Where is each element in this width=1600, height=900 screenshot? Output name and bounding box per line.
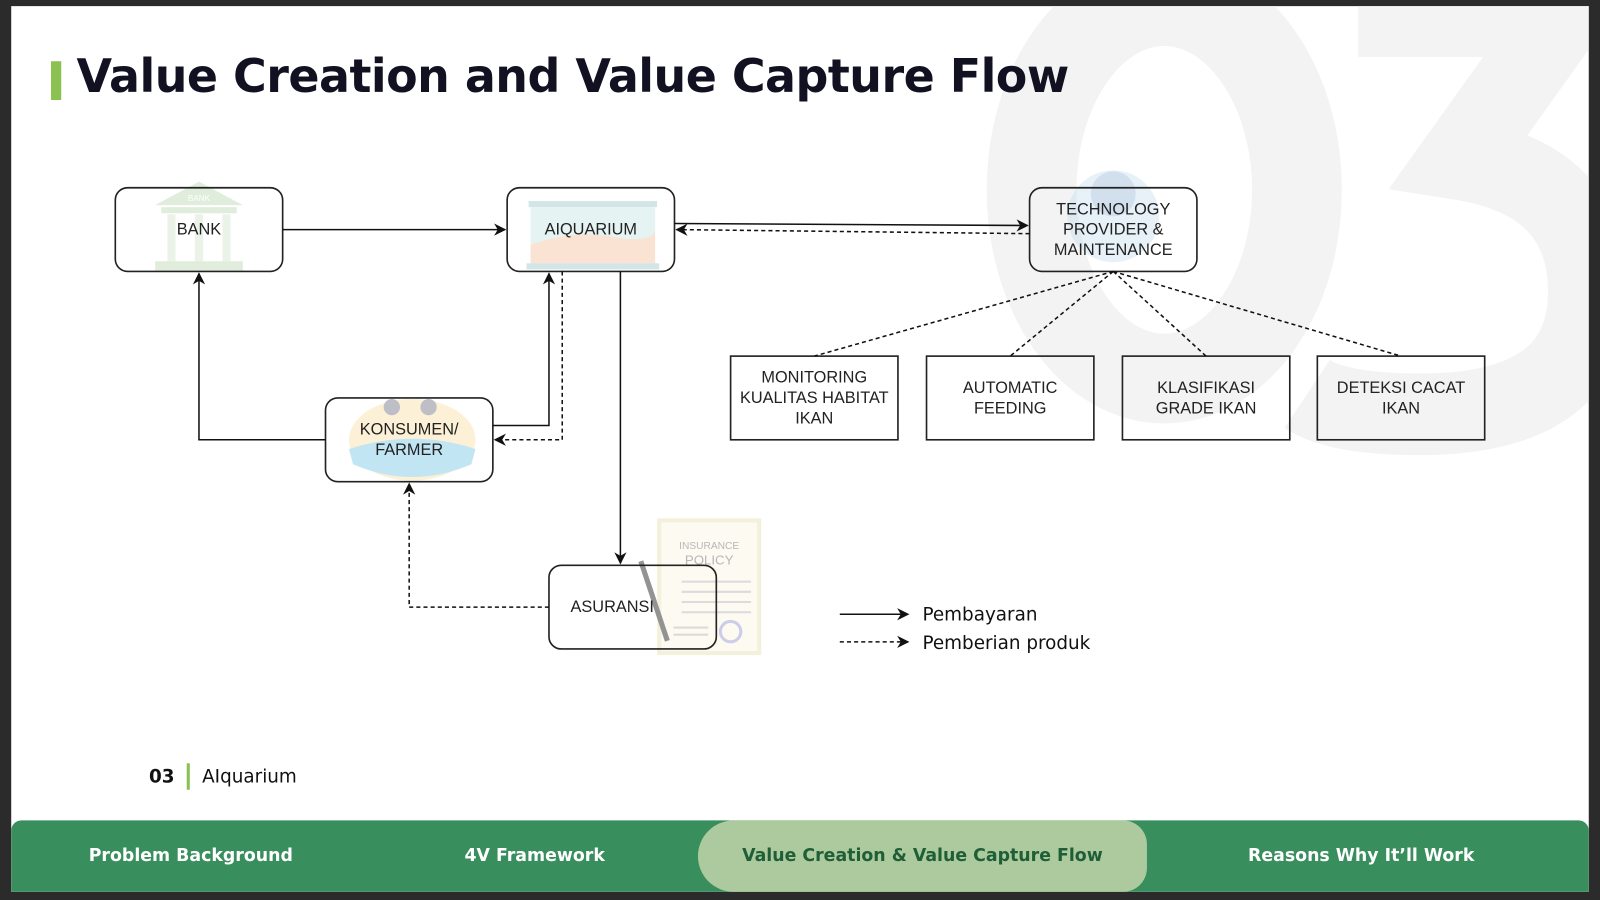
section-nav: Problem Background 4V Framework Value Cr… xyxy=(11,820,1589,892)
node-monitoring-label-2: KUALITAS HABITAT xyxy=(740,389,889,407)
node-tech-label-2: PROVIDER & xyxy=(1063,221,1164,239)
tab-value-creation-flow[interactable]: Value Creation & Value Capture Flow xyxy=(697,820,1147,892)
tab-reasons-why[interactable]: Reasons Why It’ll Work xyxy=(1247,845,1475,867)
footer-divider xyxy=(186,763,190,790)
page-title: Value Creation and Value Capture Flow xyxy=(76,48,1070,104)
node-klasifikasi-box[interactable] xyxy=(1121,355,1291,441)
node-monitoring-label-3: IKAN xyxy=(795,409,833,427)
node-klasifikasi-label-2: GRADE IKAN xyxy=(1156,399,1257,417)
svg-text:INSURANCE: INSURANCE xyxy=(679,541,739,552)
edge-asuransi-konsumen xyxy=(403,482,549,608)
legend-dashed-label: Pemberian produk xyxy=(922,633,1090,654)
node-deteksi-label-1: DETEKSI CACAT xyxy=(1337,379,1465,397)
node-feeding-label-1: AUTOMATIC xyxy=(963,379,1058,397)
slide: Value Creation and Value Capture Flow BA… xyxy=(11,6,1589,892)
edges-tech-features xyxy=(814,270,1402,357)
node-aiquarium-box[interactable] xyxy=(506,186,676,273)
footer-brand: AIquarium xyxy=(202,765,297,788)
node-deteksi-label-2: IKAN xyxy=(1382,399,1420,417)
tab-problem-background[interactable]: Problem Background xyxy=(88,845,293,867)
technician-icon xyxy=(1067,170,1160,263)
slide-number-watermark xyxy=(986,6,1589,456)
flow-diagram: BANK INSURANCE POLICY xyxy=(114,170,1486,656)
slide-footer: 03 AIquarium xyxy=(149,763,297,790)
legend-solid-label: Pembayaran xyxy=(922,604,1037,625)
section-number: 03 xyxy=(148,765,175,788)
node-aiquarium-label: AIQUARIUM xyxy=(545,221,637,239)
aquarium-icon xyxy=(526,201,660,270)
node-konsumen-label-2: FARMER xyxy=(375,441,443,459)
farmers-icon xyxy=(348,398,476,481)
node-konsumen-label-1: KONSUMEN/ xyxy=(360,421,459,439)
svg-text:BANK: BANK xyxy=(188,194,211,203)
node-deteksi-box[interactable] xyxy=(1316,355,1486,441)
node-tech-label-3: MAINTENANCE xyxy=(1054,241,1173,259)
node-asuransi-label: ASURANSI xyxy=(571,598,654,616)
edge-aiquarium-tech xyxy=(674,219,1029,232)
title-accent-bar xyxy=(51,61,62,100)
svg-text:POLICY: POLICY xyxy=(685,552,734,567)
insurance-policy-icon: INSURANCE POLICY xyxy=(638,518,762,656)
tab-4v-framework[interactable]: 4V Framework xyxy=(464,845,605,867)
edge-konsumen-aiquarium xyxy=(492,272,556,427)
edge-tech-aiquarium xyxy=(675,223,1030,236)
node-feeding-box[interactable] xyxy=(925,355,1095,441)
bank-building-icon: BANK xyxy=(155,181,243,271)
node-klasifikasi-label-1: KLASIFIKASI xyxy=(1157,379,1255,397)
edge-aiquarium-konsumen xyxy=(493,271,564,446)
node-monitoring-label-1: MONITORING xyxy=(761,369,867,387)
edge-konsumen-bank xyxy=(192,272,326,441)
legend: Pembayaran Pemberian produk xyxy=(839,604,1091,654)
node-feeding-label-2: FEEDING xyxy=(974,399,1047,417)
node-tech-label-1: TECHNOLOGY xyxy=(1056,200,1170,218)
node-bank-label: BANK xyxy=(177,221,222,239)
